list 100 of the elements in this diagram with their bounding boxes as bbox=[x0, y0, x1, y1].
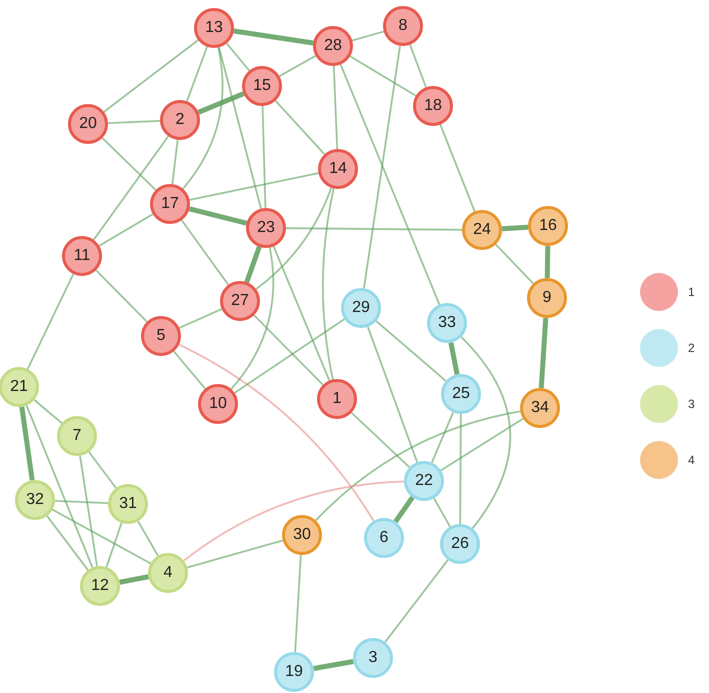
edge-line bbox=[286, 227, 462, 231]
edge-line bbox=[102, 137, 156, 191]
edge-line bbox=[253, 314, 324, 386]
node-circle: 21 bbox=[0, 367, 39, 407]
edge-line bbox=[52, 508, 151, 564]
edge-line bbox=[198, 91, 244, 115]
legend-label: 4 bbox=[688, 453, 695, 467]
node-circle: 2 bbox=[160, 100, 200, 140]
node-circle: 3 bbox=[353, 638, 393, 678]
edge-line bbox=[189, 172, 319, 201]
edge-line bbox=[538, 318, 548, 388]
node-circle: 11 bbox=[62, 236, 102, 276]
node-circle: 1 bbox=[317, 379, 357, 419]
edge-line bbox=[26, 405, 94, 568]
node-circle: 7 bbox=[57, 416, 97, 456]
edge-line bbox=[79, 456, 98, 566]
edge-line bbox=[409, 44, 427, 88]
edge-line bbox=[54, 500, 108, 504]
legend-label: 2 bbox=[688, 341, 695, 355]
node-circle: 15 bbox=[242, 66, 282, 106]
edge-line bbox=[88, 451, 117, 489]
edge-line bbox=[363, 46, 401, 288]
edge-line bbox=[226, 42, 250, 72]
edge-line bbox=[313, 659, 354, 671]
edge-line bbox=[340, 64, 440, 305]
edge-line bbox=[46, 515, 89, 571]
edge-line bbox=[98, 213, 154, 247]
node-circle: 23 bbox=[246, 208, 286, 248]
node-circle: 32 bbox=[15, 480, 55, 520]
edge-line bbox=[186, 46, 208, 102]
edge-line bbox=[256, 188, 332, 290]
edge-line bbox=[367, 326, 418, 463]
edge-line bbox=[92, 136, 170, 240]
edge-line bbox=[26, 274, 74, 370]
edge-line bbox=[173, 350, 206, 390]
edge-line bbox=[352, 30, 384, 42]
edge-line bbox=[182, 47, 224, 190]
edge-line bbox=[95, 270, 148, 322]
node-circle: 33 bbox=[427, 303, 467, 343]
edge-line bbox=[440, 418, 524, 472]
edge-line bbox=[433, 498, 451, 528]
edge-line bbox=[315, 410, 520, 522]
edge-line bbox=[350, 412, 410, 468]
edge-line bbox=[448, 342, 460, 375]
edge-line bbox=[34, 399, 62, 424]
edge-line bbox=[332, 66, 338, 150]
node-circle: 20 bbox=[68, 104, 108, 144]
edge-line bbox=[376, 320, 446, 382]
edge-line bbox=[230, 247, 274, 390]
edge-line bbox=[440, 124, 476, 212]
node-circle: 25 bbox=[441, 374, 481, 414]
edge-line bbox=[244, 246, 262, 283]
edge-line bbox=[218, 47, 262, 209]
edge-line bbox=[234, 318, 345, 394]
node-circle: 27 bbox=[220, 281, 260, 321]
edge-line bbox=[459, 414, 462, 524]
legend-label: 3 bbox=[688, 397, 695, 411]
node-circle: 8 bbox=[383, 6, 423, 46]
node-circle: 30 bbox=[282, 515, 322, 555]
edge-line bbox=[108, 120, 160, 124]
edge-line bbox=[544, 246, 550, 278]
edge-line bbox=[19, 406, 35, 481]
node-circle: 13 bbox=[194, 8, 234, 48]
node-circle: 12 bbox=[80, 566, 120, 606]
legend-label: 1 bbox=[688, 285, 695, 299]
node-circle: 9 bbox=[527, 278, 567, 318]
node-circle: 34 bbox=[520, 388, 560, 428]
edge-line bbox=[431, 412, 454, 463]
edge-line bbox=[350, 56, 416, 96]
node-circle: 4 bbox=[148, 553, 188, 593]
edge-line bbox=[187, 540, 283, 568]
node-circle: 17 bbox=[150, 184, 190, 224]
node-circle: 6 bbox=[364, 518, 404, 558]
edge-line bbox=[384, 559, 449, 643]
edge-line bbox=[272, 246, 330, 381]
edge-line bbox=[294, 554, 302, 652]
edge-line bbox=[183, 480, 404, 562]
node-circle: 31 bbox=[108, 484, 148, 524]
node-circle: 5 bbox=[141, 316, 181, 356]
node-circle: 26 bbox=[440, 524, 480, 564]
edge-line bbox=[233, 28, 314, 46]
edge-line bbox=[178, 344, 374, 522]
edge-line bbox=[393, 496, 415, 524]
edge-line bbox=[495, 244, 534, 284]
node-circle: 18 bbox=[413, 86, 453, 126]
edge-line bbox=[262, 106, 266, 208]
edge-line bbox=[188, 206, 248, 226]
node-circle: 28 bbox=[313, 26, 353, 66]
edge-line bbox=[180, 220, 230, 286]
node-circle: 22 bbox=[404, 461, 444, 501]
node-circle: 24 bbox=[462, 210, 502, 250]
edge-line bbox=[171, 140, 179, 184]
node-circle: 16 bbox=[528, 206, 568, 246]
node-circle: 29 bbox=[341, 288, 381, 328]
node-circle: 10 bbox=[198, 384, 238, 424]
edge-line bbox=[119, 574, 149, 585]
node-circle: 14 bbox=[318, 149, 358, 189]
edge-line bbox=[502, 224, 528, 232]
edge-line bbox=[322, 188, 335, 380]
edge-line bbox=[274, 100, 326, 155]
